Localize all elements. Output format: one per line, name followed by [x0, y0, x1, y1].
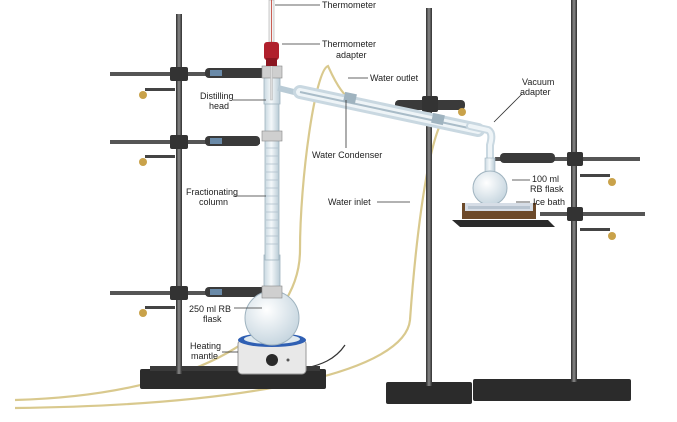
label-fractionating-column-2: column — [199, 197, 228, 207]
right-stand-rod — [571, 0, 577, 382]
leader-lines — [222, 4, 530, 353]
middle-stand-base — [386, 382, 472, 404]
middle-stand-rod — [426, 8, 432, 386]
left-clamps — [110, 67, 270, 317]
right-stand-base — [473, 379, 631, 401]
mantle-cord — [305, 344, 346, 369]
fractionating-column — [261, 99, 283, 261]
label-rb-flask-250-2: flask — [203, 314, 222, 324]
water-inlet-tube — [14, 124, 442, 410]
rb-flask-100 — [472, 157, 508, 206]
rb-flask-250 — [244, 254, 300, 346]
label-thermometer-adapter-2: adapter — [336, 50, 367, 60]
left-stand-rod — [176, 14, 182, 374]
clamp-bottom-left — [110, 286, 270, 317]
label-thermometer: Thermometer — [322, 0, 376, 10]
clamp-middle-left — [110, 135, 260, 166]
label-water-inlet: Water inlet — [328, 197, 371, 207]
label-ice-bath: Ice bath — [533, 197, 565, 207]
middle-ring-stand — [386, 8, 472, 404]
clamp-top-left — [110, 67, 270, 99]
label-rb-flask-250-1: 250 ml RB — [189, 304, 231, 314]
labels: Thermometer Thermometer adapter Water ou… — [186, 0, 565, 361]
thermometer-adapter — [264, 42, 279, 66]
water-condenser — [277, 85, 485, 137]
right-clamps — [495, 152, 645, 240]
condenser-clamp — [395, 96, 466, 116]
label-rb-flask-100-1: 100 ml — [532, 174, 559, 184]
tubing — [14, 64, 442, 410]
label-water-outlet: Water outlet — [370, 73, 419, 83]
vacuum-adapter — [466, 122, 496, 164]
label-heating-mantle-1: Heating — [190, 341, 221, 351]
mantle-knob — [266, 354, 278, 366]
ice-bath — [452, 203, 555, 227]
label-fractionating-column-1: Fractionating — [186, 187, 238, 197]
label-water-condenser: Water Condenser — [312, 150, 382, 160]
label-thermometer-adapter-1: Thermometer — [322, 39, 376, 49]
label-rb-flask-100-2: RB flask — [530, 184, 564, 194]
label-heating-mantle-2: mantle — [191, 351, 218, 361]
label-distilling-head-1: Distilling — [200, 91, 234, 101]
label-distilling-head-2: head — [209, 101, 229, 111]
label-vacuum-adapter-1: Vacuum — [522, 77, 554, 87]
clamp-ice-bath-support — [540, 207, 645, 240]
clamp-receiver-flask — [495, 152, 640, 186]
right-ring-stand — [473, 0, 631, 401]
label-vacuum-adapter-2: adapter — [520, 87, 551, 97]
